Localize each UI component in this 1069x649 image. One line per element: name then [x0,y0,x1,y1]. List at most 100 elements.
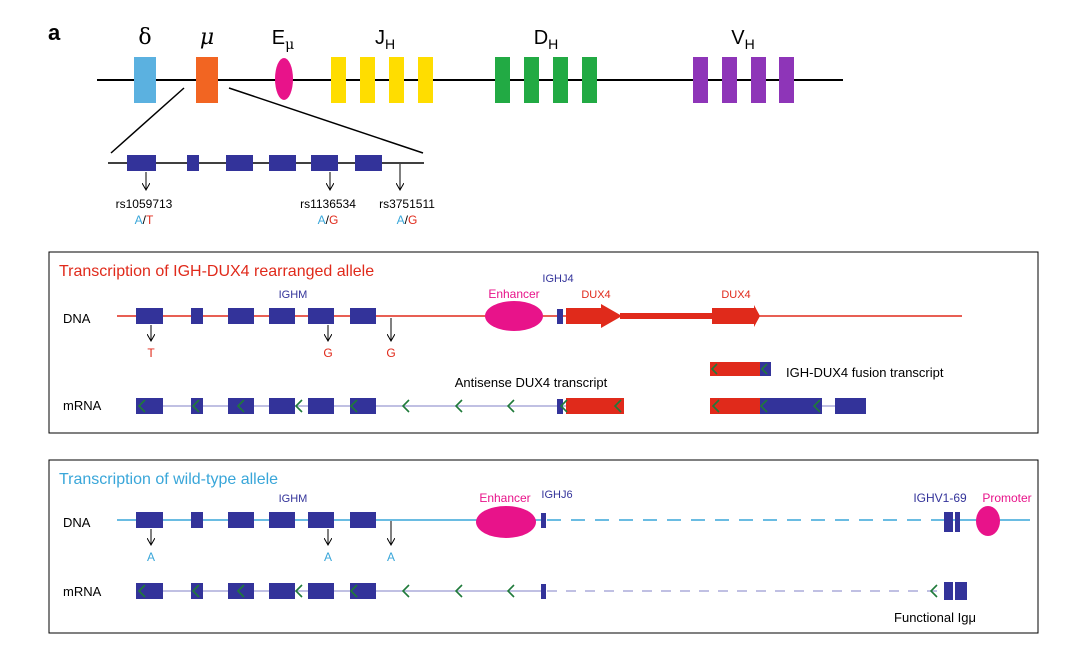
ighm-label: IGHM [279,289,308,301]
delta-gene [134,57,156,103]
e-mu-enhancer [275,58,293,100]
jh-segment [389,57,404,103]
exon [226,155,253,171]
exon [187,155,199,171]
dux4-arrow [712,305,760,327]
dh-label: DH [534,27,559,52]
zoom-line-left [110,87,185,154]
allele-label: A [387,550,395,564]
ighv-segment [944,512,953,532]
mu-label: μ [200,25,214,50]
snp-id: rs3751511 [379,197,435,211]
exon [228,512,254,528]
panel-frame [48,459,1039,634]
panel-label: a [48,20,61,45]
vh-segment [779,57,794,103]
exon [308,512,334,528]
dna-label: DNA [63,311,91,326]
functional-igmu-label: Functional Igμ [894,610,976,625]
exon [308,398,334,414]
exon [350,512,376,528]
fusion-red-block [710,362,760,376]
allele-label: G [386,346,395,360]
panel-title: Transcription of IGH-DUX4 rearranged all… [59,263,374,280]
mu-zoom: rs1059713 A/T rs1136534 A/G rs3751511 A/… [108,87,435,227]
chevron-icon [506,399,515,413]
mu-gene [196,57,218,103]
fusion-red-block [710,398,760,414]
snp-id: rs1059713 [116,197,173,211]
chevron-icon [454,584,463,598]
exon [191,512,203,528]
delta-label: δ [138,25,151,50]
fusion-blue-block [760,362,771,376]
chevron-icon [812,399,821,413]
ighv-label: IGHV1-69 [913,491,967,505]
dux4-link [620,313,712,319]
exon [944,582,953,600]
exon [308,308,334,324]
chevron-icon [559,399,568,413]
enhancer-label: Enhancer [488,287,539,301]
ighj4-label: IGHJ4 [542,273,573,285]
chevron-icon [236,584,245,598]
enhancer-element [485,301,543,331]
dh-segment [582,57,597,103]
exon [191,398,203,414]
snp-alleles: A/T [135,213,154,227]
vh-segment [693,57,708,103]
exon [269,583,295,599]
vh-segment [751,57,766,103]
dux4-label: DUX4 [721,289,750,301]
chevron-icon [613,399,622,413]
chevron-icon [294,399,303,413]
exon [269,308,295,324]
snp-alleles: A/G [397,213,418,227]
dna-label: DNA [63,515,91,530]
ighj6-segment [541,513,546,528]
mrna-label: mRNA [63,398,102,413]
ighv-segment [955,512,960,532]
ighj4-segment [557,309,563,324]
dh-segment [495,57,510,103]
exon [191,308,203,324]
chevron-icon [294,584,303,598]
fusion-blue-block [760,398,822,414]
exon [228,583,254,599]
chevron-icon [349,584,358,598]
chevron-icon [401,399,410,413]
exon [311,155,338,171]
ighj6-label: IGHJ6 [541,489,572,501]
enhancer-element [476,506,536,538]
exon [228,398,254,414]
snp-id: rs1136534 [300,197,356,211]
zoom-line-right [228,87,424,154]
exon [191,583,203,599]
promoter-label: Promoter [982,491,1031,505]
fusion-label: IGH-DUX4 fusion transcript [786,365,944,380]
exon [136,308,163,324]
chevron-icon [506,584,515,598]
enhancer-label: Enhancer [479,491,530,505]
e-mu-label: Eμ [272,27,294,53]
chevron-icon [236,399,245,413]
dux4-arrow [566,304,622,328]
exon [355,155,382,171]
jh-segment [331,57,346,103]
chevron-icon [759,399,768,413]
igh-locus: δ μ Eμ JH DH VH [97,25,843,103]
exon [955,582,967,600]
exon [127,155,156,171]
exon [350,583,376,599]
vh-segment [722,57,737,103]
dh-segment [553,57,568,103]
jh-label: JH [375,27,395,52]
exon [136,512,163,528]
chevron-icon [760,363,768,375]
chevron-icon [929,584,938,598]
exon [269,398,295,414]
mrna-label: mRNA [63,584,102,599]
promoter-element [976,506,1000,536]
dux4-antisense-block [566,398,624,414]
